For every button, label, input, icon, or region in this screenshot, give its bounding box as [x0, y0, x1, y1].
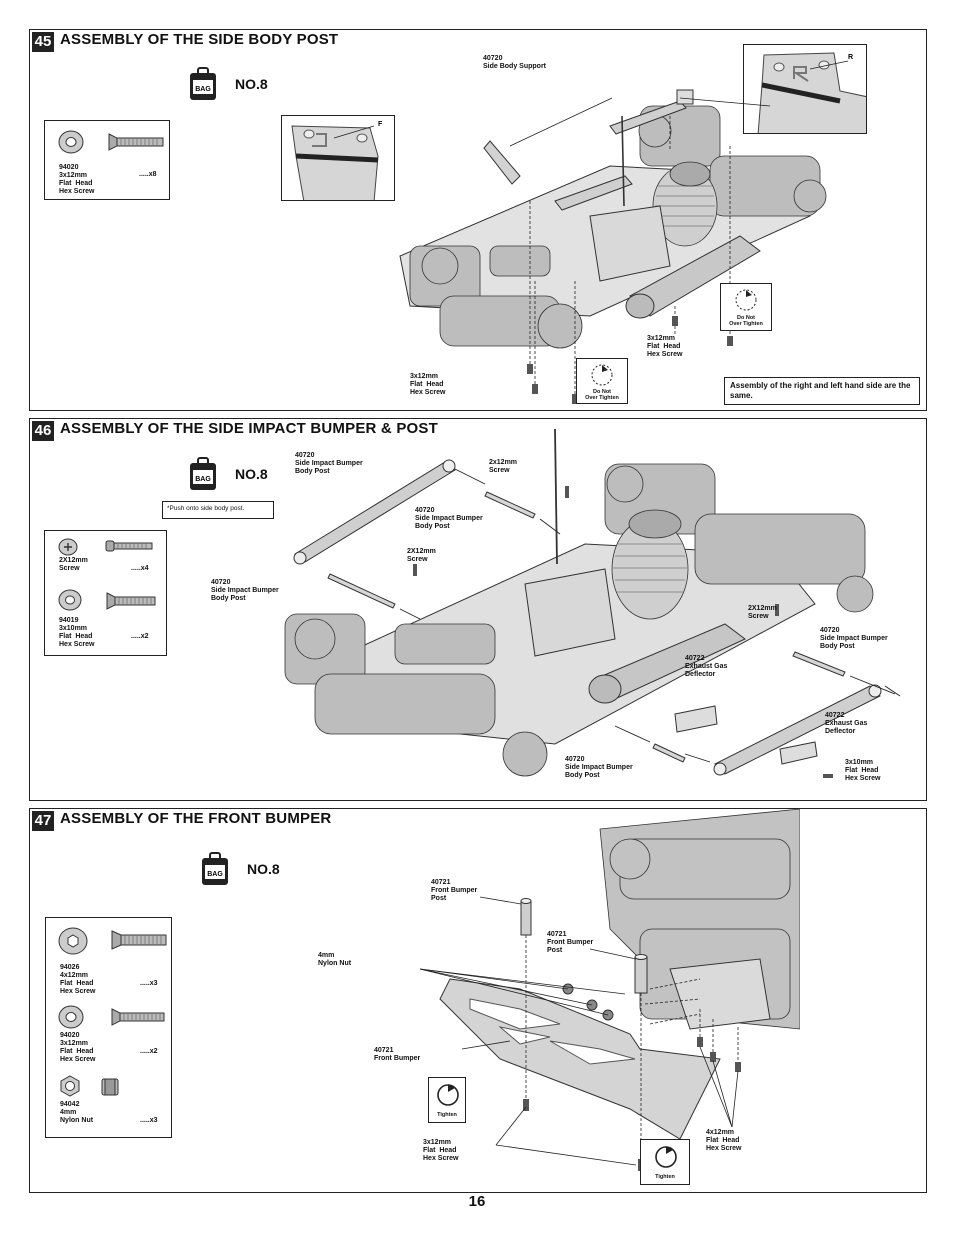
- torque-arrow-icon: [655, 1146, 677, 1168]
- parts-box: 94026 4x12mm Flat Head Hex Screw .....x3…: [45, 917, 172, 1138]
- part-description: 94019 3x10mm Flat Head Hex Screw: [59, 617, 95, 648]
- step-number: 45: [32, 32, 54, 52]
- parts-box: 2X12mm Screw .....x4 94019 3x10mm Flat H…: [44, 530, 167, 656]
- body-post-detail-illustration: R: [757, 52, 866, 133]
- tighten-icon: Tighten: [428, 1077, 466, 1123]
- bag-number: NO.8: [235, 466, 268, 482]
- flat-head-screw-icon: [111, 1008, 165, 1026]
- tighten-text: Tighten: [655, 1174, 675, 1180]
- step-title: ASSEMBLY OF THE SIDE IMPACT BUMPER & POS…: [60, 420, 438, 437]
- callout-body-post-mid: 40720 Side Impact Bumper Body Post: [415, 507, 483, 530]
- part-quantity: .....x8: [139, 171, 157, 178]
- screw-icon: [105, 540, 153, 552]
- detail-inset-rear: R: [743, 44, 867, 134]
- flat-head-screw-icon: [108, 133, 164, 151]
- callout-screw-left: 3x12mm Flat Head Hex Screw: [410, 373, 446, 396]
- callout-body-post-bottom: 40720 Side Impact Bumper Body Post: [565, 756, 633, 779]
- parts-box: 94020 3x12mm Flat Head Hex Screw .....x8: [44, 120, 170, 200]
- callout-exhaust-deflector-2: 40722 Exhaust Gas Deflector: [825, 712, 868, 735]
- flat-head-screw-icon: [106, 592, 156, 610]
- part-description: 94042 4mm Nylon Nut: [60, 1101, 94, 1124]
- do-not-over-tighten-icon: Do Not Over Tighten: [576, 358, 628, 404]
- part-quantity: .....x2: [140, 1048, 158, 1055]
- step-46-panel: 46 ASSEMBLY OF THE SIDE IMPACT BUMPER & …: [29, 418, 927, 801]
- step-number: 46: [32, 421, 54, 441]
- assembly-note: Assembly of the right and left hand side…: [724, 377, 920, 405]
- tighten-text: Tighten: [437, 1112, 457, 1118]
- do-not-over-tighten-icon: Do Not Over Tighten: [720, 283, 772, 331]
- step-45-panel: 45 ASSEMBLY OF THE SIDE BODY POST BAG NO…: [29, 29, 927, 411]
- callout-screw-right: 4x12mm Flat Head Hex Screw: [706, 1129, 742, 1152]
- tighten-icon: Tighten: [640, 1139, 690, 1185]
- bag-number: NO.8: [247, 861, 280, 877]
- callout-body-post-right: 40720 Side Impact Bumper Body Post: [820, 627, 888, 650]
- svg-text:R: R: [848, 54, 853, 61]
- callout-screw-bottom: 3x10mm Flat Head Hex Screw: [845, 759, 881, 782]
- chassis-illustration: [399, 89, 827, 406]
- callout-screw-right: 3x12mm Flat Head Hex Screw: [647, 335, 683, 358]
- callout-screw-top: 2x12mm Screw: [489, 459, 518, 474]
- callout-side-body-support: 40720 Side Body Support: [483, 55, 546, 70]
- page-number: 16: [468, 1193, 486, 1210]
- part-description: 94020 3x12mm Flat Head Hex Screw: [59, 164, 95, 195]
- front-bumper-illustration: [419, 809, 800, 1171]
- nylon-nut-side-icon: [101, 1078, 119, 1096]
- step-title: ASSEMBLY OF THE SIDE BODY POST: [60, 31, 339, 48]
- svg-text:BAG: BAG: [195, 476, 211, 483]
- bag-number: NO.8: [235, 76, 268, 92]
- callout-front-bumper: 40721 Front Bumper: [374, 1047, 421, 1062]
- bag-icon: BAG: [190, 67, 216, 100]
- torque-arrow-icon: [591, 364, 613, 386]
- callout-bumper-body-post-top: 40720 Side Impact Bumper Body Post: [295, 452, 363, 475]
- flat-head-screw-icon: [111, 930, 167, 950]
- chassis-illustration: [284, 428, 901, 778]
- part-quantity: .....x2: [131, 633, 149, 640]
- body-post-detail-illustration: F: [291, 121, 383, 200]
- step-number: 47: [32, 811, 54, 831]
- washer-icon: [58, 538, 78, 556]
- callout-front-bumper-post-2: 40721 Front Bumper Post: [547, 931, 594, 954]
- svg-text:BAG: BAG: [207, 871, 223, 878]
- warning-text: Do Not Over Tighten: [729, 315, 763, 327]
- callout-screw-right: 2X12mm Screw: [748, 605, 777, 620]
- callout-exhaust-deflector-1: 40722 Exhaust Gas Deflector: [685, 655, 728, 678]
- part-description: 94026 4x12mm Flat Head Hex Screw: [60, 964, 96, 995]
- washer-icon: [58, 1005, 84, 1029]
- warning-text: Do Not Over Tighten: [585, 389, 619, 401]
- callout-nylon-nut: 4mm Nylon Nut: [318, 952, 352, 967]
- washer-icon: [58, 589, 82, 611]
- bag-icon: BAG: [190, 457, 216, 490]
- part-quantity: .....x3: [140, 980, 158, 987]
- callout-front-bumper-post-1: 40721 Front Bumper Post: [431, 879, 478, 902]
- callout-screw-left: 3x12mm Flat Head Hex Screw: [423, 1139, 459, 1162]
- step-title: ASSEMBLY OF THE FRONT BUMPER: [60, 810, 332, 827]
- svg-text:F: F: [378, 121, 383, 128]
- part-quantity: .....x3: [140, 1117, 158, 1124]
- callout-screw-mid: 2X12mm Screw: [407, 548, 436, 563]
- push-note: *Push onto side body post.: [162, 501, 274, 519]
- washer-icon: [58, 130, 84, 154]
- torque-arrow-icon: [735, 289, 757, 311]
- hex-washer-icon: [58, 927, 88, 955]
- part-description: 2X12mm Screw: [59, 557, 88, 572]
- part-description: 94020 3x12mm Flat Head Hex Screw: [60, 1032, 96, 1063]
- detail-inset-front: F: [281, 115, 395, 201]
- svg-text:BAG: BAG: [195, 86, 211, 93]
- nylon-nut-icon: [60, 1075, 80, 1097]
- callout-body-post-left: 40720 Side Impact Bumper Body Post: [211, 579, 279, 602]
- part-quantity: .....x4: [131, 565, 149, 572]
- torque-arrow-icon: [437, 1084, 459, 1106]
- step-47-panel: 47 ASSEMBLY OF THE FRONT BUMPER BAG NO.8…: [29, 808, 927, 1193]
- bag-icon: BAG: [202, 852, 228, 885]
